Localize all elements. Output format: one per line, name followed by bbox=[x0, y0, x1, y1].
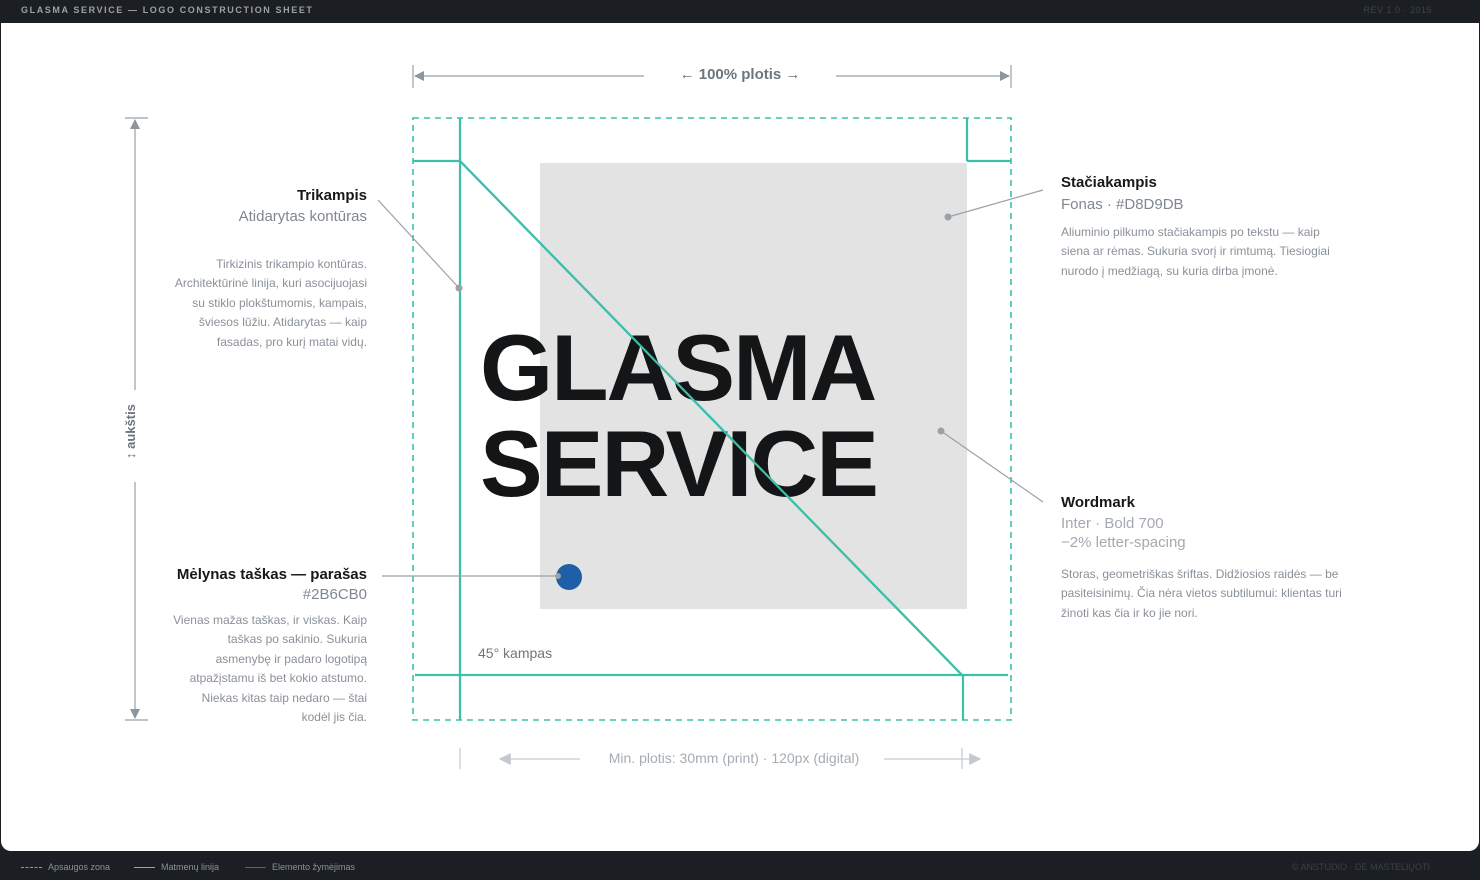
legend-dimension-line: Matmenų linija bbox=[134, 862, 219, 872]
rectangle-description: Aliuminio pilkumo stačiakampis po tekstu… bbox=[1061, 225, 1330, 278]
width-dimension bbox=[412, 65, 1012, 88]
legend-label: Apsaugos zona bbox=[48, 862, 111, 872]
dot-leader-end bbox=[555, 573, 561, 579]
legend-label: Elemento žymėjimas bbox=[272, 862, 356, 872]
sheet-title: GLASMA SERVICE — LOGO CONSTRUCTION SHEET bbox=[21, 5, 314, 15]
legend-blue-swatch bbox=[245, 866, 266, 868]
wordmark-spacing: −2% letter-spacing bbox=[1061, 534, 1186, 551]
width-label: ← 100% plotis → bbox=[679, 66, 801, 83]
legend-element-marker: Elemento žymėjimas bbox=[245, 862, 355, 872]
height-label: ↕ aukštis bbox=[123, 404, 138, 459]
min-width-label: Min. plotis: 30mm (print) · 120px (digit… bbox=[608, 750, 860, 766]
angle-label: 45° kampas bbox=[478, 645, 553, 661]
revision-label: REV 1.0 · 2015 bbox=[1363, 5, 1432, 15]
dot-description: Vienas mažas taškas, ir viskas. Kaip taš… bbox=[173, 613, 367, 725]
wordmark-title: Wordmark bbox=[1061, 494, 1135, 511]
dot-title: Mėlynas taškas — parašas bbox=[176, 566, 367, 583]
legend-label: Matmenų linija bbox=[161, 862, 220, 872]
dot-color-code: #2B6CB0 bbox=[302, 586, 367, 603]
wordmark-line-1: GLASMA bbox=[480, 315, 877, 420]
legend-bar: Apsaugos zona Matmenų linija Elemento žy… bbox=[0, 851, 1480, 880]
triangle-title: Trikampis bbox=[296, 187, 367, 204]
triangle-subtitle: Atidarytas kontūras bbox=[238, 208, 367, 225]
rectangle-title: Stačiakampis bbox=[1061, 174, 1157, 191]
triangle-description: Tirkizinis trikampio kontūras. Architekt… bbox=[174, 257, 367, 349]
legend-clear-zone: Apsaugos zona bbox=[21, 862, 110, 872]
footer-credit: © ANSTUDIO · DE MASTELIŲOTI bbox=[1291, 862, 1430, 872]
clear-zone bbox=[412, 117, 1012, 721]
wordmark-font: Inter · Bold 700 bbox=[1061, 515, 1164, 532]
top-bar: GLASMA SERVICE — LOGO CONSTRUCTION SHEET… bbox=[0, 0, 1480, 23]
rectangle-subtitle: Fonas · #D8D9DB bbox=[1061, 196, 1184, 213]
wordmark-description: Storas, geometriškas šriftas. Didžiosios… bbox=[1061, 567, 1342, 620]
legend-dashed-swatch bbox=[21, 866, 42, 868]
height-dimension bbox=[125, 117, 148, 721]
legend-gray-swatch bbox=[134, 866, 155, 868]
min-width-dimension bbox=[459, 748, 982, 769]
wordmark-line-2: SERVICE bbox=[480, 411, 879, 516]
